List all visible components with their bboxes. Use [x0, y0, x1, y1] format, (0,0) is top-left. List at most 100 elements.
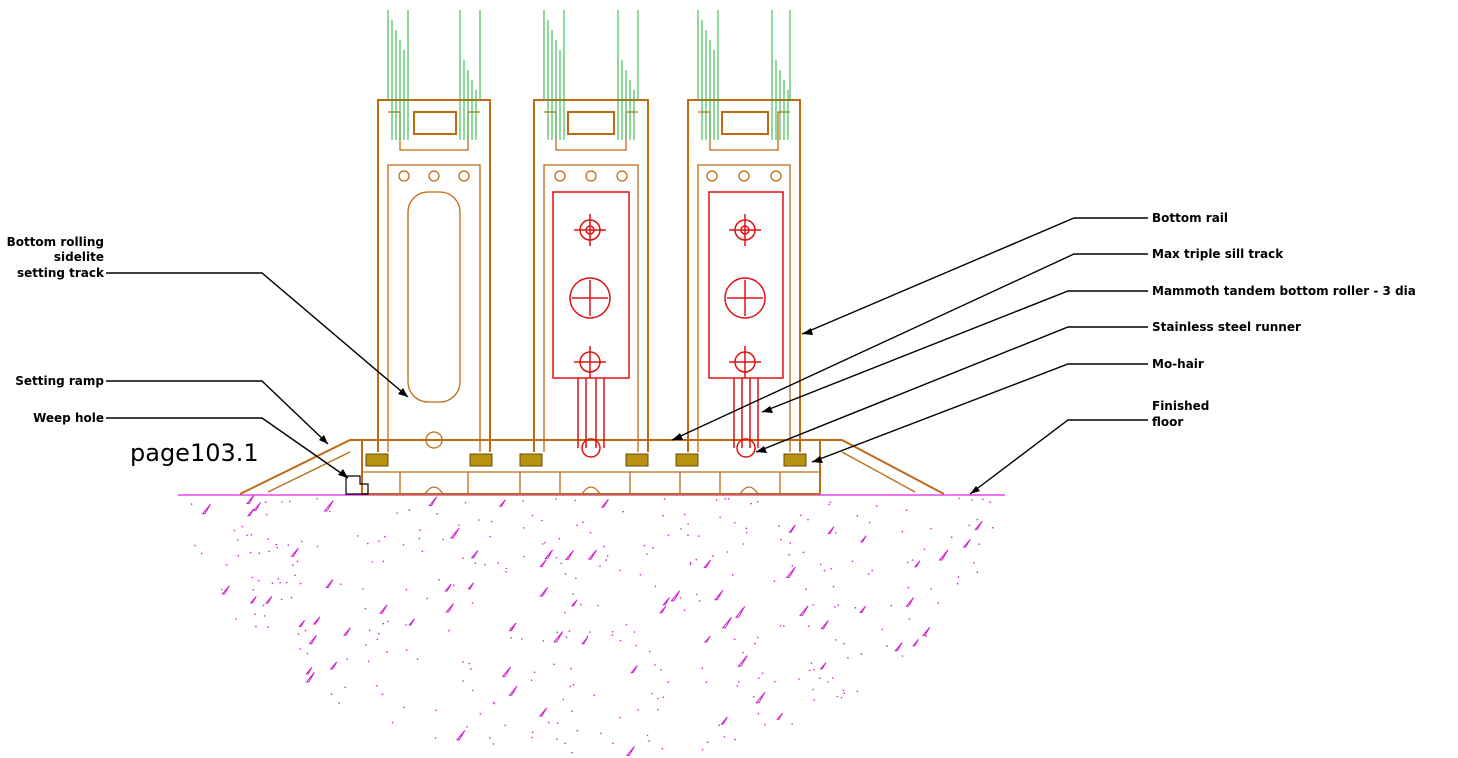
concrete-triangle [564, 550, 574, 560]
concrete-dot [696, 593, 698, 596]
concrete-dot [299, 648, 302, 650]
concrete-dot [382, 560, 385, 563]
concrete-dot [611, 630, 614, 633]
concrete-dot [731, 574, 734, 576]
concrete-dot [246, 534, 248, 537]
concrete-dot [890, 604, 893, 607]
concrete-triangle [323, 500, 334, 512]
concrete-dot [235, 618, 237, 620]
concrete-dot [901, 655, 904, 657]
concrete-triangle [470, 550, 479, 559]
concrete-dot [521, 638, 523, 640]
concrete-triangle [734, 606, 746, 618]
label-weep-hole: Weep hole [33, 411, 104, 425]
concrete-dot [605, 559, 607, 561]
concrete-dot [968, 524, 970, 527]
label-finished-floor-2: floor [1152, 415, 1183, 429]
concrete-dot [807, 518, 809, 521]
label-setting-ramp: Setting ramp [15, 374, 104, 388]
concrete-dot [251, 576, 254, 579]
concrete-triangle [305, 672, 315, 683]
concrete-dot [930, 527, 932, 530]
concrete-dot [836, 695, 839, 698]
concrete-dot [364, 607, 367, 610]
concrete-dot [907, 586, 910, 589]
concrete-dot [569, 685, 571, 688]
concrete-dot [813, 699, 815, 701]
concrete-triangle [498, 499, 506, 507]
concrete-dot [466, 726, 468, 728]
concrete-dot [510, 637, 512, 639]
concrete-dot [832, 585, 835, 588]
concrete-dot [367, 542, 369, 545]
concrete-dot [556, 631, 559, 634]
concrete-dot [436, 512, 439, 515]
concrete-dot [661, 748, 664, 750]
concrete-triangle [938, 549, 949, 561]
concrete-dot [471, 602, 474, 604]
concrete-dot [255, 625, 257, 628]
concrete-dot [834, 639, 837, 641]
concrete-dot [280, 598, 283, 601]
concrete-dot [976, 571, 979, 573]
concrete-dot [701, 667, 704, 670]
concrete-dot [705, 681, 708, 683]
concrete-dot [667, 681, 670, 683]
concrete-dot [783, 625, 785, 627]
concrete-dot [856, 515, 859, 517]
concrete-dot [875, 505, 878, 507]
concrete-dot [564, 742, 566, 744]
label-stainless: Stainless steel runner [1152, 320, 1301, 334]
concrete-dot [571, 751, 573, 754]
concrete-dot [754, 642, 756, 645]
concrete-dot [758, 677, 760, 680]
concrete-dot [662, 696, 665, 699]
concrete-dot [881, 628, 884, 631]
concrete-dot [489, 535, 492, 538]
concrete-dot [637, 709, 639, 711]
concrete-dot [384, 535, 386, 538]
label-mammoth: Mammoth tandem bottom roller - 3 dia [1152, 284, 1416, 298]
concrete-dot [750, 502, 752, 505]
concrete-triangle [553, 631, 564, 643]
concrete-dot [200, 552, 203, 555]
concrete-dot [652, 547, 654, 549]
concrete-triangle [449, 527, 460, 539]
concrete-dot [701, 748, 704, 751]
concrete-dot [434, 737, 437, 739]
concrete-dot [813, 669, 815, 671]
concrete-dot [304, 629, 307, 632]
concrete-dot [292, 564, 294, 566]
concrete-dot [290, 596, 293, 599]
concrete-dot [421, 550, 424, 553]
concrete-dot [683, 513, 686, 516]
concrete-dot [419, 529, 422, 531]
concrete-dot [300, 540, 303, 543]
sill-track [239, 439, 945, 495]
concrete-triangle [246, 508, 255, 517]
concrete-dot [262, 604, 265, 607]
concrete-triangle [788, 524, 796, 533]
concrete-dot [582, 521, 584, 523]
concrete-dot [571, 710, 573, 712]
concrete-dot [221, 588, 223, 591]
concrete-triangle [201, 503, 211, 515]
concrete-dot [791, 565, 794, 567]
concrete-dot [531, 731, 534, 734]
concrete-triangle [264, 595, 273, 604]
concrete-dot [788, 553, 790, 556]
concrete-dot [764, 723, 766, 726]
concrete-dot [719, 516, 721, 519]
concrete-dot [478, 519, 480, 521]
concrete-triangle [508, 622, 517, 632]
concrete-dot [723, 736, 726, 738]
concrete-dot [316, 498, 318, 500]
concrete-dot [277, 578, 280, 580]
concrete-triangle [290, 547, 299, 557]
concrete-dot [362, 588, 364, 590]
concrete-triangle [428, 496, 438, 507]
concrete-dot [907, 561, 909, 564]
concrete-dot [505, 567, 508, 570]
concrete-dot [867, 573, 870, 575]
concrete-dot [923, 548, 926, 551]
